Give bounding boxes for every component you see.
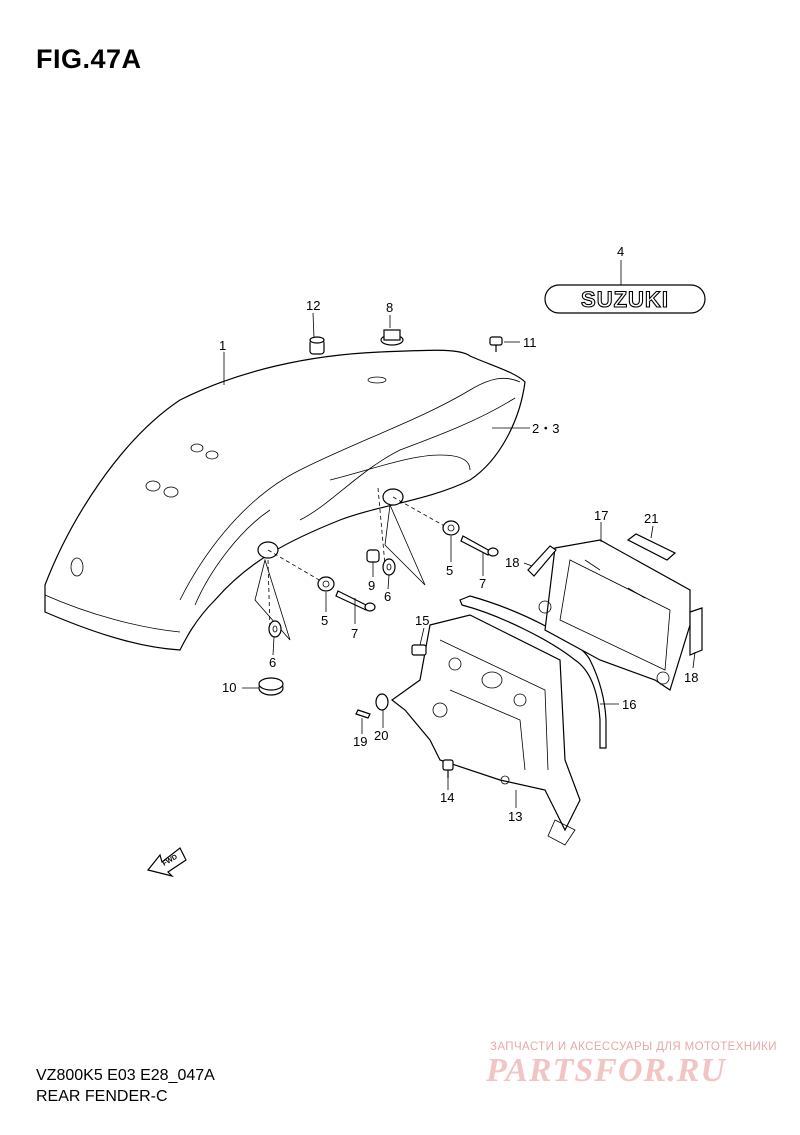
callout-6b: 6 [384, 589, 391, 604]
cushion-5b-part[interactable] [442, 520, 460, 536]
callout-5b: 5 [446, 563, 453, 578]
leader-lines [223, 260, 696, 808]
grommet-8-part[interactable] [380, 329, 404, 346]
callout-8: 8 [386, 300, 393, 315]
callout-7b: 7 [479, 576, 486, 591]
washer-20-part[interactable] [375, 693, 389, 711]
screw-14-part[interactable] [442, 759, 454, 778]
model-code: VZ800K5 E03 E28_047A [36, 1067, 215, 1084]
callout-14: 14 [440, 790, 454, 805]
bolt-7b-part[interactable] [460, 535, 499, 557]
callout-16: 16 [622, 697, 636, 712]
callout-17: 17 [594, 508, 608, 523]
reflector-18b-part[interactable] [689, 607, 703, 656]
reflector-holder-17-part[interactable] [538, 539, 691, 691]
washer-6a-part[interactable] [268, 620, 282, 638]
callout-18b: 18 [684, 670, 698, 685]
callout-12: 12 [306, 298, 320, 313]
callout-21: 21 [644, 511, 658, 526]
washer-6b-part[interactable] [382, 558, 396, 576]
callout-13: 13 [508, 809, 522, 824]
bolt-7a-part[interactable] [335, 590, 376, 612]
screw-11-part[interactable] [489, 336, 503, 352]
callout-6a: 6 [269, 655, 276, 670]
nut-9-part[interactable] [366, 549, 380, 563]
label-21-part[interactable] [626, 533, 677, 561]
callout-10: 10 [222, 680, 236, 695]
cap-10-part[interactable] [258, 677, 284, 696]
forward-direction-arrow: FWD [146, 847, 187, 878]
clip-15-part[interactable] [411, 644, 427, 656]
callout-18a: 18 [505, 555, 519, 570]
suzuki-decal-part[interactable]: SUZUKI [544, 284, 706, 314]
callout-11: 11 [523, 335, 537, 350]
nut-12-part[interactable] [309, 336, 325, 355]
suzuki-decal-text: SUZUKI [581, 287, 669, 312]
watermark-tagline: ЗАПЧАСТИ И АКСЕССУАРЫ ДЛЯ МОТОТЕХНИКИ [490, 1041, 777, 1053]
callout-1: 1 [219, 338, 226, 353]
callout-19: 19 [353, 734, 367, 749]
callout-2-3: 2・3 [532, 421, 559, 436]
figure-title: FIG.47A [36, 44, 142, 74]
screw-19-part[interactable] [355, 709, 371, 719]
callout-15: 15 [415, 613, 429, 628]
callout-9: 9 [368, 578, 375, 593]
callout-4: 4 [617, 244, 624, 259]
callout-7a: 7 [351, 626, 358, 641]
rear-fender-part[interactable] [44, 349, 526, 651]
callout-5a: 5 [321, 613, 328, 628]
reflector-18a-part[interactable] [527, 545, 557, 577]
license-bracket-13-part[interactable] [390, 614, 581, 846]
callout-20: 20 [374, 728, 388, 743]
section-name: REAR FENDER-C [36, 1088, 168, 1105]
cushion-5a-part[interactable] [317, 576, 335, 592]
watermark-logo: PARTSFOR.RU [486, 1052, 726, 1089]
